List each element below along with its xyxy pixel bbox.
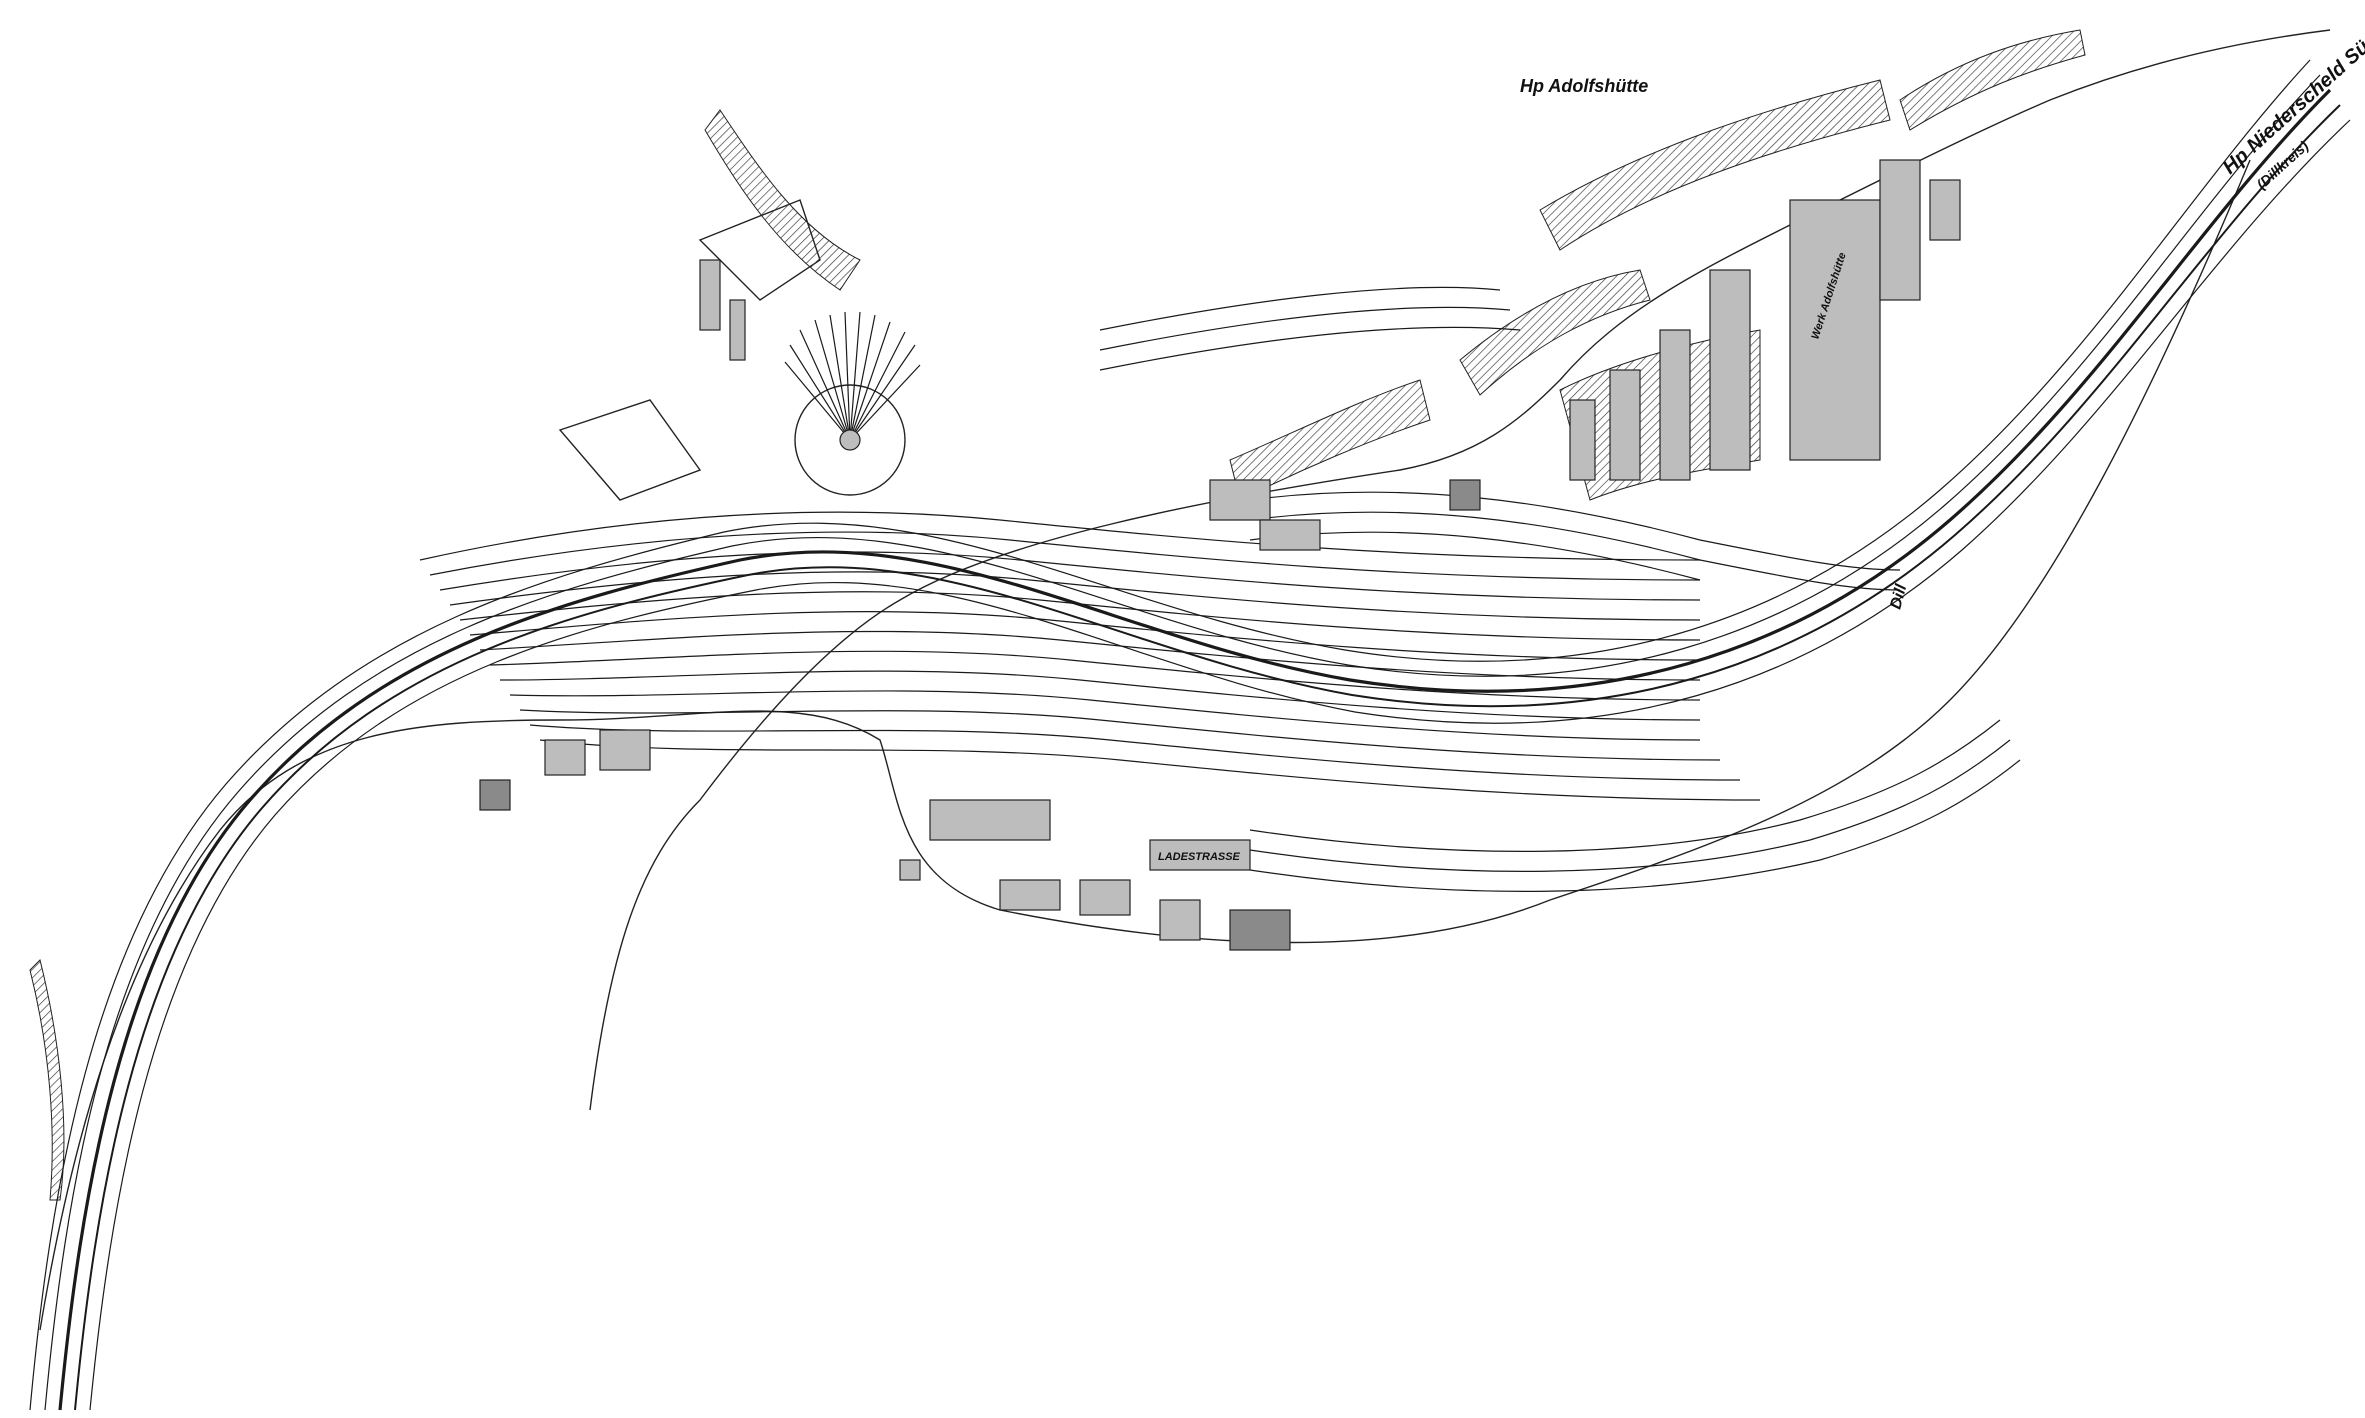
works-hall bbox=[1709, 269, 1751, 471]
building-block bbox=[599, 729, 651, 771]
station-label-adolfshuette: Hp Adolfshütte bbox=[1520, 76, 1648, 96]
building-block bbox=[729, 299, 746, 361]
building-block bbox=[1079, 879, 1131, 916]
building-block bbox=[699, 259, 721, 331]
building-block bbox=[1259, 519, 1321, 551]
building-block bbox=[929, 799, 1051, 841]
track-bundle-main bbox=[29, 59, 2351, 1411]
building-block bbox=[1149, 839, 1251, 871]
works-hall bbox=[1609, 369, 1641, 481]
building-block bbox=[1159, 899, 1201, 941]
works-hall bbox=[1569, 399, 1596, 481]
turntable-roundhouse bbox=[784, 311, 921, 496]
embankments bbox=[29, 29, 2086, 1201]
works-hall bbox=[1659, 329, 1691, 481]
works-hall bbox=[1789, 199, 1881, 461]
building-block bbox=[1449, 479, 1481, 511]
site-outline bbox=[39, 29, 2331, 1331]
river-label-dill: Dill bbox=[1887, 582, 1910, 611]
building-block bbox=[899, 859, 921, 881]
building-block bbox=[1209, 479, 1271, 521]
building-block bbox=[999, 879, 1061, 911]
yard-tracks bbox=[419, 286, 2021, 892]
works-hall bbox=[1879, 159, 1921, 301]
buildings bbox=[479, 159, 1961, 951]
building-block bbox=[479, 779, 511, 811]
street-label-ladestrasse: LADESTRASSE bbox=[1158, 851, 1241, 863]
works-hall bbox=[1929, 179, 1961, 241]
building-block bbox=[544, 739, 586, 776]
building-block bbox=[1229, 909, 1291, 951]
